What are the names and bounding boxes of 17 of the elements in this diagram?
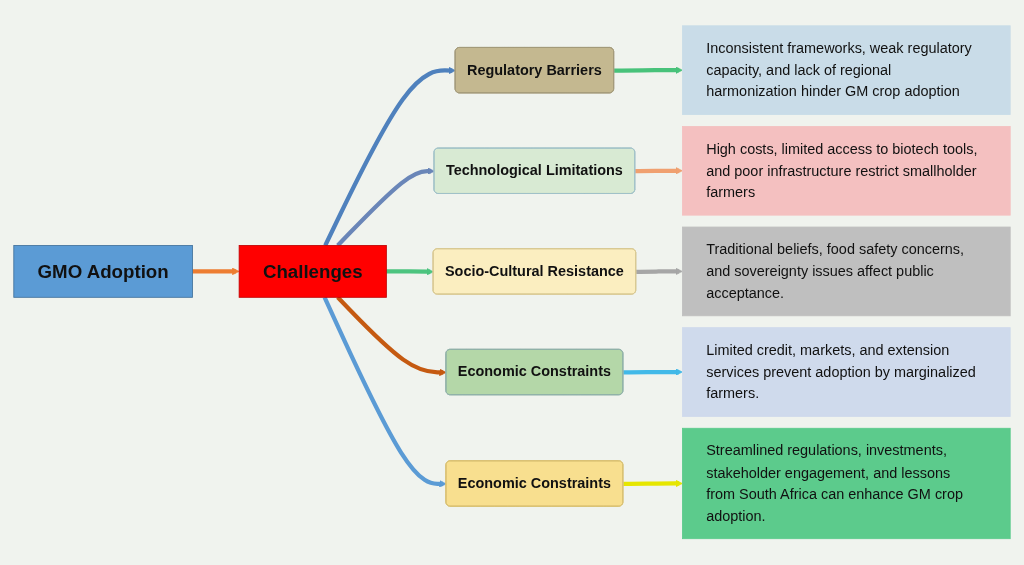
arrow xyxy=(623,480,683,488)
node-box xyxy=(13,245,193,298)
arrow xyxy=(192,267,240,276)
node-box xyxy=(238,245,387,298)
node-box xyxy=(682,226,1011,317)
arrow xyxy=(635,167,683,175)
arrow xyxy=(636,267,683,276)
node-box xyxy=(682,428,1011,540)
arrow xyxy=(323,67,456,247)
arrow xyxy=(386,268,434,276)
arrow xyxy=(336,296,447,377)
arrow xyxy=(614,66,683,75)
node-box xyxy=(682,327,1011,418)
node-box xyxy=(682,25,1011,116)
node-box xyxy=(682,126,1011,216)
arrow xyxy=(623,368,683,377)
arrow xyxy=(322,296,447,488)
